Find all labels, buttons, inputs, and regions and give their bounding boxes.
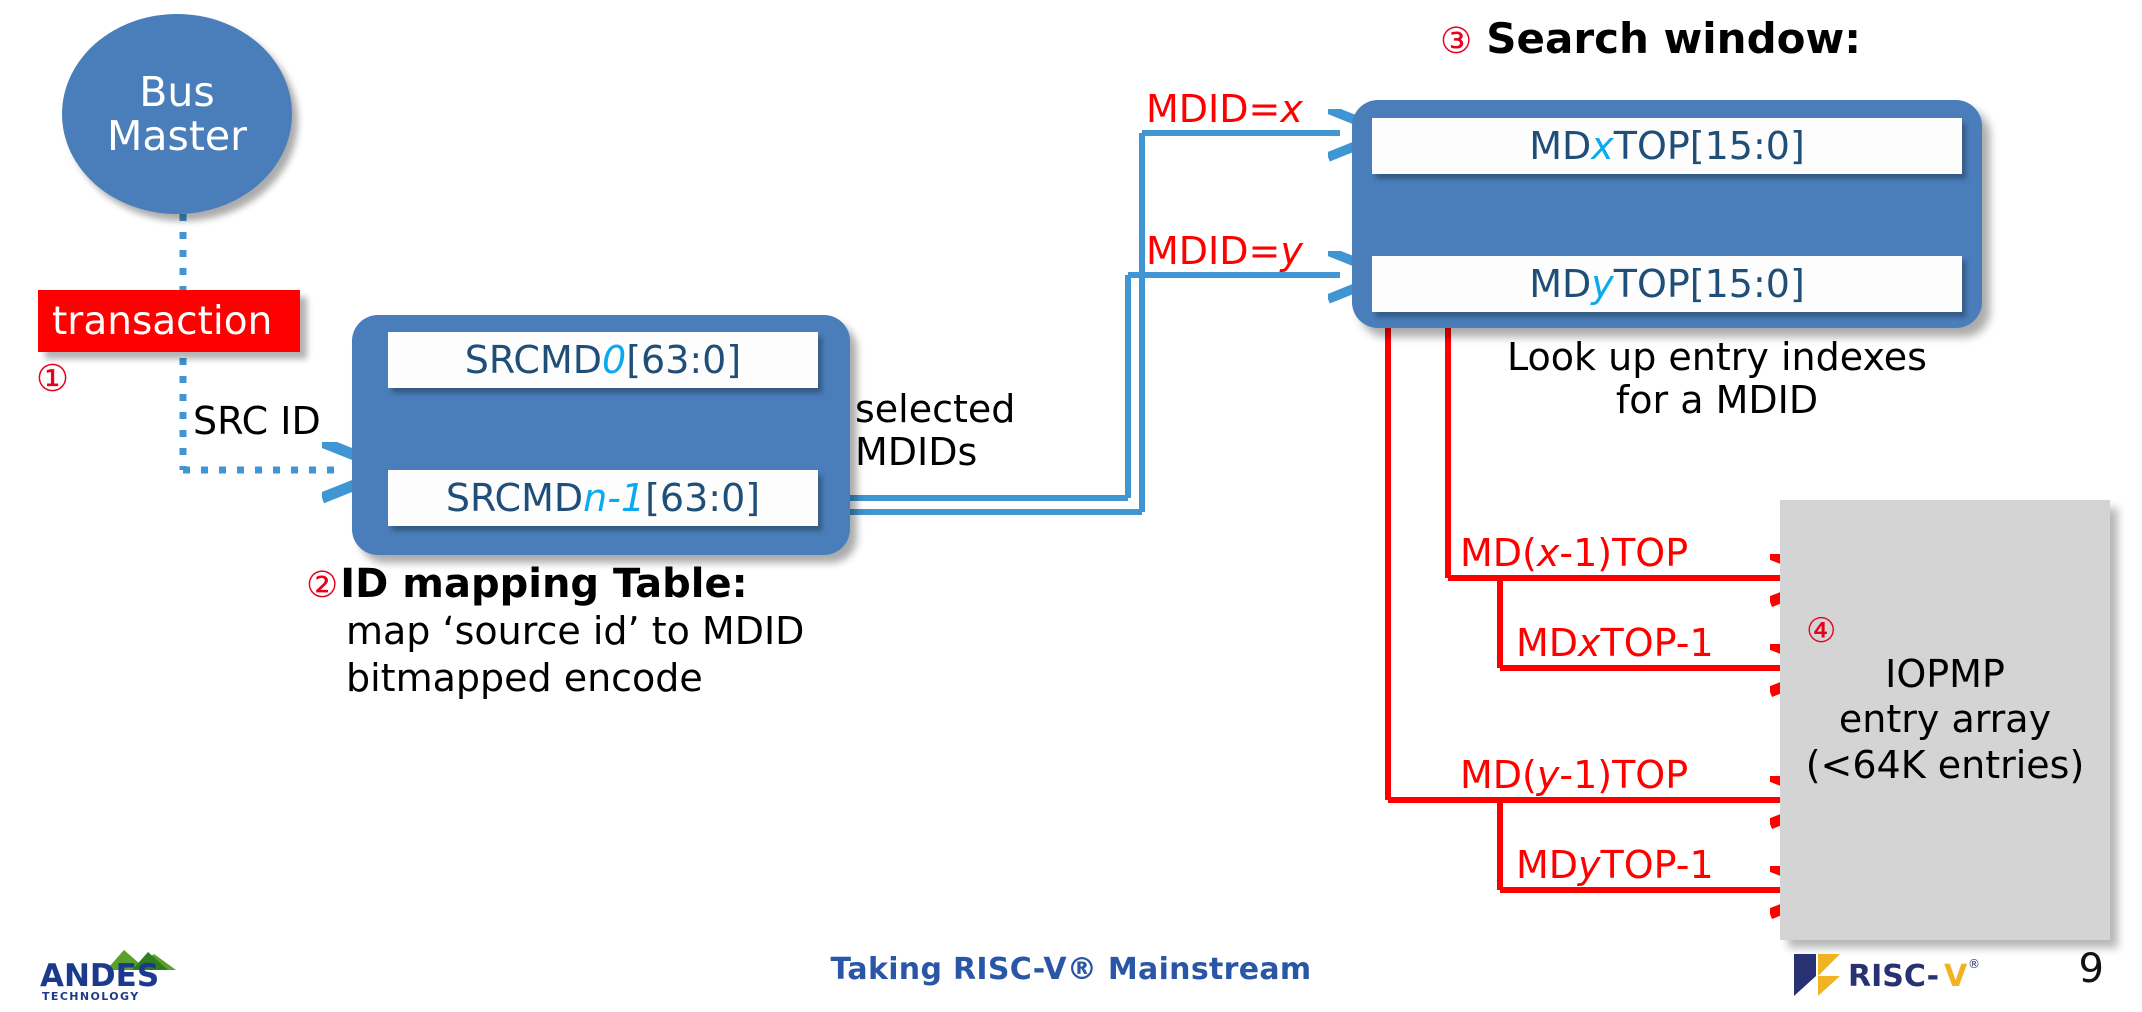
mdytop-prefix: MD bbox=[1529, 262, 1592, 306]
idx3-var: y bbox=[1578, 843, 1601, 887]
search-row-mdytop-label: MDyTOP[15:0] bbox=[1529, 265, 1805, 303]
bus-master-line1: Bus bbox=[139, 67, 215, 116]
mdid-x-var: x bbox=[1280, 87, 1303, 131]
transaction-box: transaction bbox=[38, 290, 300, 352]
selected-mdids-label: selected MDIDs bbox=[855, 388, 1015, 473]
idx1-post: TOP-1 bbox=[1600, 621, 1714, 665]
mdx-index-lines bbox=[1445, 140, 1782, 668]
bus-master-label: Bus Master bbox=[107, 70, 247, 159]
idx2-pre: MD( bbox=[1460, 753, 1537, 797]
svg-text:®: ® bbox=[1968, 957, 1980, 971]
index-label-mdxtop-minus1: MDxTOP-1 bbox=[1516, 624, 1714, 662]
bus-master-line2: Master bbox=[106, 112, 248, 160]
iopmp-line3: (<64K entries) bbox=[1805, 742, 2085, 787]
idx1-pre: MD bbox=[1516, 621, 1579, 665]
iopmp-line2: entry array bbox=[1838, 697, 2052, 742]
search-window-caption: Look up entry indexes for a MDID bbox=[1452, 336, 1982, 421]
mdytop-suffix: TOP[15:0] bbox=[1613, 262, 1805, 306]
id-mapping-title: ID mapping Table: bbox=[340, 561, 748, 607]
search-row-mdxtop-label: MDxTOP[15:0] bbox=[1529, 127, 1805, 165]
svg-text:TECHNOLOGY: TECHNOLOGY bbox=[42, 990, 140, 1003]
andes-technology-logo: ANDES TECHNOLOGY bbox=[36, 946, 206, 1004]
idx2-post: -1)TOP bbox=[1559, 753, 1689, 797]
search-row-mdxtop: MDxTOP[15:0] bbox=[1372, 118, 1962, 174]
id-mapping-desc-line2: bitmapped encode bbox=[346, 655, 703, 700]
marker-3-circled-number: ③ bbox=[1440, 21, 1473, 62]
id-mapping-caption: ② ID mapping Table: map ‘source id’ to M… bbox=[306, 562, 804, 699]
svg-text:V: V bbox=[1944, 959, 1968, 994]
idx3-post: TOP-1 bbox=[1600, 843, 1714, 887]
search-window-title: Search window: bbox=[1486, 14, 1862, 63]
svg-text:RISC-: RISC- bbox=[1848, 959, 1939, 994]
reg0-prefix: SRCMD bbox=[464, 338, 603, 382]
selected-mdids-bus bbox=[846, 133, 1340, 515]
iopmp-entry-array-box: IOPMP entry array (<64K entries) bbox=[1780, 500, 2110, 940]
mdid-y-var: y bbox=[1280, 229, 1303, 273]
iopmp-label: IOPMP entry array (<64K entries) bbox=[1806, 652, 2085, 789]
src-id-label: SRC ID bbox=[193, 399, 321, 443]
register-label-srcmd0: SRCMD0[63:0] bbox=[465, 341, 741, 379]
id-mapping-desc-line1: map ‘source id’ to MDID bbox=[346, 609, 805, 653]
idx0-post: -1)TOP bbox=[1559, 531, 1689, 575]
mdid-x-arrow-label: MDID=x bbox=[1146, 90, 1303, 128]
idx0-var: x bbox=[1536, 531, 1560, 575]
register-row-srcmdn1: SRCMDn-1[63:0] bbox=[388, 470, 818, 526]
bus-master-node: Bus Master bbox=[62, 14, 292, 214]
register-row-srcmd0: SRCMD0[63:0] bbox=[388, 332, 818, 388]
marker-2-circled-number: ② bbox=[306, 565, 339, 606]
mdxtop-prefix: MD bbox=[1529, 124, 1592, 168]
mdid-y-arrow-label: MDID=y bbox=[1146, 232, 1303, 270]
mdxtop-var: x bbox=[1591, 124, 1614, 168]
page-number: 9 bbox=[2078, 946, 2104, 992]
selected-mdids-line2: MDIDs bbox=[855, 429, 978, 474]
mdid-x-prefix: MDID= bbox=[1146, 87, 1281, 131]
idx0-pre: MD( bbox=[1460, 531, 1537, 575]
reg0-index: 0 bbox=[602, 338, 627, 382]
marker-1-circled-number: ① bbox=[36, 357, 70, 400]
index-label-mdytop-minus1: MDyTOP-1 bbox=[1516, 846, 1714, 884]
search-caption-line1: Look up entry indexes bbox=[1507, 335, 1927, 379]
mdxtop-suffix: TOP[15:0] bbox=[1613, 124, 1805, 168]
mdid-y-prefix: MDID= bbox=[1146, 229, 1281, 273]
search-row-mdytop: MDyTOP[15:0] bbox=[1372, 256, 1962, 312]
svg-text:ANDES: ANDES bbox=[40, 958, 159, 994]
search-caption-line2: for a MDID bbox=[1615, 377, 1819, 422]
mdytop-var: y bbox=[1591, 262, 1614, 306]
reg1-suffix: [63:0] bbox=[645, 476, 761, 520]
index-label-mdy-minus1-top: MD(y-1)TOP bbox=[1460, 756, 1688, 794]
index-label-mdx-minus1-top: MD(x-1)TOP bbox=[1460, 534, 1688, 572]
reg1-prefix: SRCMD bbox=[445, 476, 584, 520]
iopmp-line1: IOPMP bbox=[1885, 651, 2005, 696]
marker-4-circled-number: ④ bbox=[1806, 611, 1837, 651]
reg1-index: n-1 bbox=[583, 476, 646, 520]
reg0-suffix: [63:0] bbox=[626, 338, 742, 382]
footer-tagline: Taking RISC-V® Mainstream bbox=[830, 952, 1312, 987]
idx1-var: x bbox=[1578, 621, 1601, 665]
register-label-srcmdn1: SRCMDn-1[63:0] bbox=[446, 479, 760, 517]
mdy-index-lines bbox=[1385, 278, 1782, 890]
search-window-header: ③ Search window: bbox=[1440, 14, 1862, 63]
idx3-pre: MD bbox=[1516, 843, 1579, 887]
transaction-label: transaction bbox=[52, 298, 273, 344]
riscv-logo: RISC- V ® bbox=[1792, 952, 2022, 998]
idx2-var: y bbox=[1536, 753, 1560, 797]
selected-mdids-line1: selected bbox=[855, 387, 1016, 431]
